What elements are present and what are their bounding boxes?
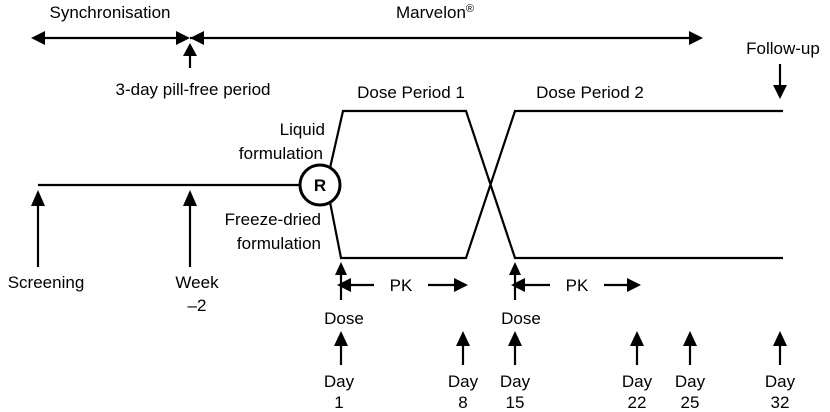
randomisation-label: R xyxy=(314,176,326,195)
day-15-arrow-head xyxy=(508,331,522,346)
pk-1-arrow-head-right xyxy=(454,278,468,292)
pk-1-label: PK xyxy=(390,276,413,295)
day-15-number: 15 xyxy=(506,393,525,412)
week-label-line1: Week xyxy=(175,273,219,292)
pk-1-arrow-head-left xyxy=(337,278,351,292)
freeze-dried-label-line1: Freeze-dried xyxy=(225,210,321,229)
pill-free-arrow-head xyxy=(183,43,197,56)
marvelon-arrow-right-head xyxy=(689,31,703,45)
dose-1-start-arrow-head xyxy=(335,262,347,275)
pk-2-label: PK xyxy=(566,276,589,295)
day-8-arrow-head xyxy=(456,331,470,346)
dose-period-1-label: Dose Period 1 xyxy=(357,83,465,102)
day-25-label: Day xyxy=(675,372,706,391)
day-1-number: 1 xyxy=(334,393,343,412)
freeze-dried-label-line2: formulation xyxy=(237,234,321,253)
day-8-number: 8 xyxy=(458,393,467,412)
screening-label: Screening xyxy=(8,273,85,292)
synchronisation-arrow-left-head xyxy=(31,31,45,45)
marvelon-arrow-left-head xyxy=(190,31,204,45)
synchronisation-label: Synchronisation xyxy=(50,3,171,22)
randomisation-circle xyxy=(298,163,342,207)
pill-free-label: 3-day pill-free period xyxy=(116,80,271,99)
dose-2-start-arrow-head xyxy=(509,262,521,275)
pk-2-arrow-head-right xyxy=(627,278,641,292)
synchronisation-arrow-right-head xyxy=(176,31,190,45)
marvelon-label: Marvelon® xyxy=(396,3,474,22)
liquid-label-line1: Liquid xyxy=(280,120,325,139)
day-25-number: 25 xyxy=(681,393,700,412)
day-15-label: Day xyxy=(500,372,531,391)
day-32-arrow-head xyxy=(773,331,787,346)
dose-1-label: Dose xyxy=(324,309,364,328)
day-25-arrow-head xyxy=(683,331,697,346)
day-32-number: 32 xyxy=(771,393,790,412)
screening-arrow-head xyxy=(31,190,45,206)
liquid-formulation-arm xyxy=(328,109,783,260)
pk-2-arrow-head-left xyxy=(511,278,525,292)
day-1-arrow-head xyxy=(334,331,348,346)
dose-period-2-label: Dose Period 2 xyxy=(536,83,644,102)
day-22-number: 22 xyxy=(628,393,647,412)
week-label-line2: –2 xyxy=(188,296,207,315)
registered-mark: ® xyxy=(466,3,474,15)
day-1-label: Day xyxy=(324,372,355,391)
follow-up-label: Follow-up xyxy=(746,39,820,58)
day-22-label: Day xyxy=(622,372,653,391)
follow-up-arrow-head xyxy=(773,85,787,99)
week-minus-2-arrow-head xyxy=(183,190,197,206)
dose-2-label: Dose xyxy=(501,309,541,328)
day-32-label: Day xyxy=(765,372,796,391)
day-8-label: Day xyxy=(448,372,479,391)
day-22-arrow-head xyxy=(630,331,644,346)
liquid-label-line2: formulation xyxy=(239,144,323,163)
freeze-dried-formulation-arm xyxy=(328,109,783,260)
